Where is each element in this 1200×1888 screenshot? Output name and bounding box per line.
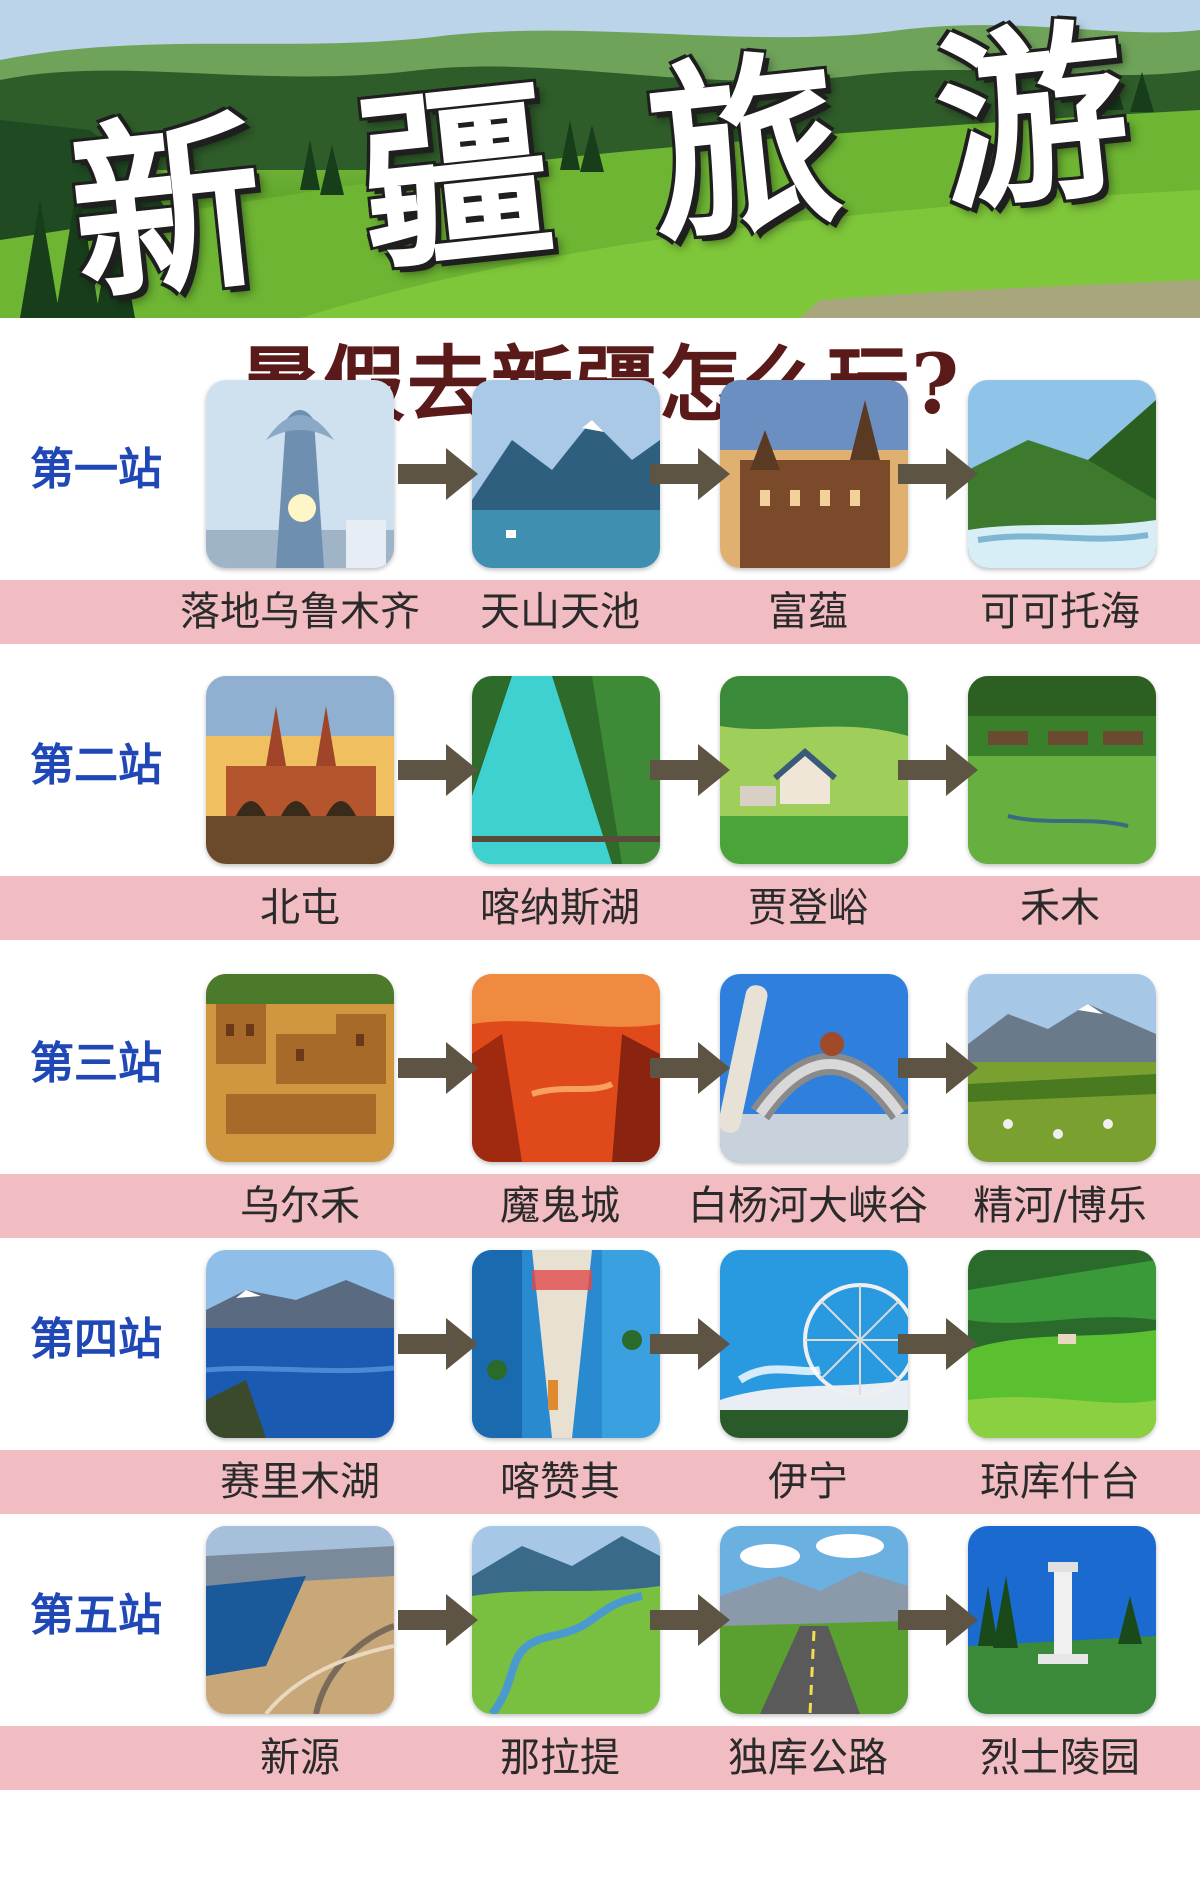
tower-icon <box>206 380 394 568</box>
blue-lake-icon <box>206 1250 394 1438</box>
destination-name: 天山天池 <box>480 589 640 635</box>
green-hills-icon <box>968 1250 1156 1438</box>
destination-name: 白杨河大峡谷 <box>688 1183 928 1229</box>
grassland-mountain-icon <box>968 974 1156 1162</box>
station-block: 第五站新源 那拉提 独库公路 烈士陵园 <box>0 1526 1200 1816</box>
arrow-right-icon <box>898 1590 978 1650</box>
bridge-castle-icon <box>206 676 394 864</box>
blue-street-icon <box>472 1250 660 1438</box>
station-block: 第三站乌尔禾 魔鬼城 白杨河大峡谷精河/博乐 <box>0 974 1200 1264</box>
destination-name: 可可托海 <box>980 589 1140 635</box>
station-block: 第一站落地乌鲁木齐 天山天池 富蕴 可可托海 <box>0 380 1200 670</box>
destination-name: 伊宁 <box>768 1459 848 1505</box>
arrow-right-icon <box>650 1314 730 1374</box>
arrow-right-icon <box>650 740 730 800</box>
destination-name: 新源 <box>260 1735 340 1781</box>
red-canyon-icon <box>472 974 660 1162</box>
station-block: 第四站赛里木湖 喀赞其 伊宁 琼库什台 <box>0 1250 1200 1540</box>
destination-name: 富蕴 <box>768 589 848 635</box>
turquoise-river-icon <box>472 676 660 864</box>
destination-name: 精河/博乐 <box>973 1183 1147 1229</box>
village-meadow-icon <box>968 676 1156 864</box>
banner-title-char: 新 <box>61 90 274 318</box>
destination-name: 贾登峪 <box>748 885 868 931</box>
ferris-wheel-icon <box>720 1250 908 1438</box>
destination-name-band: 乌尔禾 魔鬼城 白杨河大峡谷精河/博乐 <box>0 1174 1200 1238</box>
banner-title-char: 游 <box>926 0 1139 239</box>
destination-name-band: 落地乌鲁木齐 天山天池 富蕴 可可托海 <box>0 580 1200 644</box>
highway-icon <box>720 1526 908 1714</box>
station-label: 第三站 <box>30 1038 162 1089</box>
banner-title-char: 旅 <box>638 29 851 270</box>
destination-name-band: 赛里木湖 喀赞其 伊宁 琼库什台 <box>0 1450 1200 1514</box>
destination-name: 烈士陵园 <box>980 1735 1140 1781</box>
station-block: 第二站北屯 喀纳斯湖 贾登峪 禾木 <box>0 676 1200 966</box>
destination-name: 赛里木湖 <box>220 1459 380 1505</box>
arrow-right-icon <box>398 740 478 800</box>
destination-name: 落地乌鲁木齐 <box>180 589 420 635</box>
lake-road-icon <box>206 1526 394 1714</box>
destination-name: 喀纳斯湖 <box>480 885 640 931</box>
ancient-town-icon <box>206 974 394 1162</box>
destination-name: 喀赞其 <box>500 1459 620 1505</box>
arrow-right-icon <box>898 1038 978 1098</box>
monument-icon <box>968 1526 1156 1714</box>
destination-name: 独库公路 <box>728 1735 888 1781</box>
meadow-cabins-icon <box>720 676 908 864</box>
arrow-right-icon <box>898 1314 978 1374</box>
banner-title-char: 疆 <box>349 59 562 300</box>
destination-name: 琼库什台 <box>980 1459 1140 1505</box>
arrow-right-icon <box>650 444 730 504</box>
arrow-right-icon <box>398 1314 478 1374</box>
arrow-right-icon <box>898 444 978 504</box>
station-label: 第五站 <box>30 1590 162 1641</box>
station-label: 第二站 <box>30 740 162 791</box>
valley-river-icon <box>472 1526 660 1714</box>
title-banner: 新 疆 旅 游 <box>0 0 1200 318</box>
destination-name-band: 北屯 喀纳斯湖 贾登峪 禾木 <box>0 876 1200 940</box>
destination-name: 魔鬼城 <box>500 1183 620 1229</box>
arrow-right-icon <box>650 1038 730 1098</box>
arrow-right-icon <box>398 444 478 504</box>
arrow-right-icon <box>650 1590 730 1650</box>
banner-landscape-image <box>0 0 1200 318</box>
destination-name: 乌尔禾 <box>240 1183 360 1229</box>
arrow-right-icon <box>898 740 978 800</box>
destination-name: 禾木 <box>1020 885 1100 931</box>
arrow-right-icon <box>398 1590 478 1650</box>
arrow-right-icon <box>398 1038 478 1098</box>
castle-icon <box>720 380 908 568</box>
destination-name: 北屯 <box>260 885 340 931</box>
river-valley-icon <box>968 380 1156 568</box>
mountain-lake-icon <box>472 380 660 568</box>
station-label: 第一站 <box>30 444 162 495</box>
destination-name-band: 新源 那拉提 独库公路 烈士陵园 <box>0 1726 1200 1790</box>
archway-icon <box>720 974 908 1162</box>
station-label: 第四站 <box>30 1314 162 1365</box>
destination-name: 那拉提 <box>500 1735 620 1781</box>
